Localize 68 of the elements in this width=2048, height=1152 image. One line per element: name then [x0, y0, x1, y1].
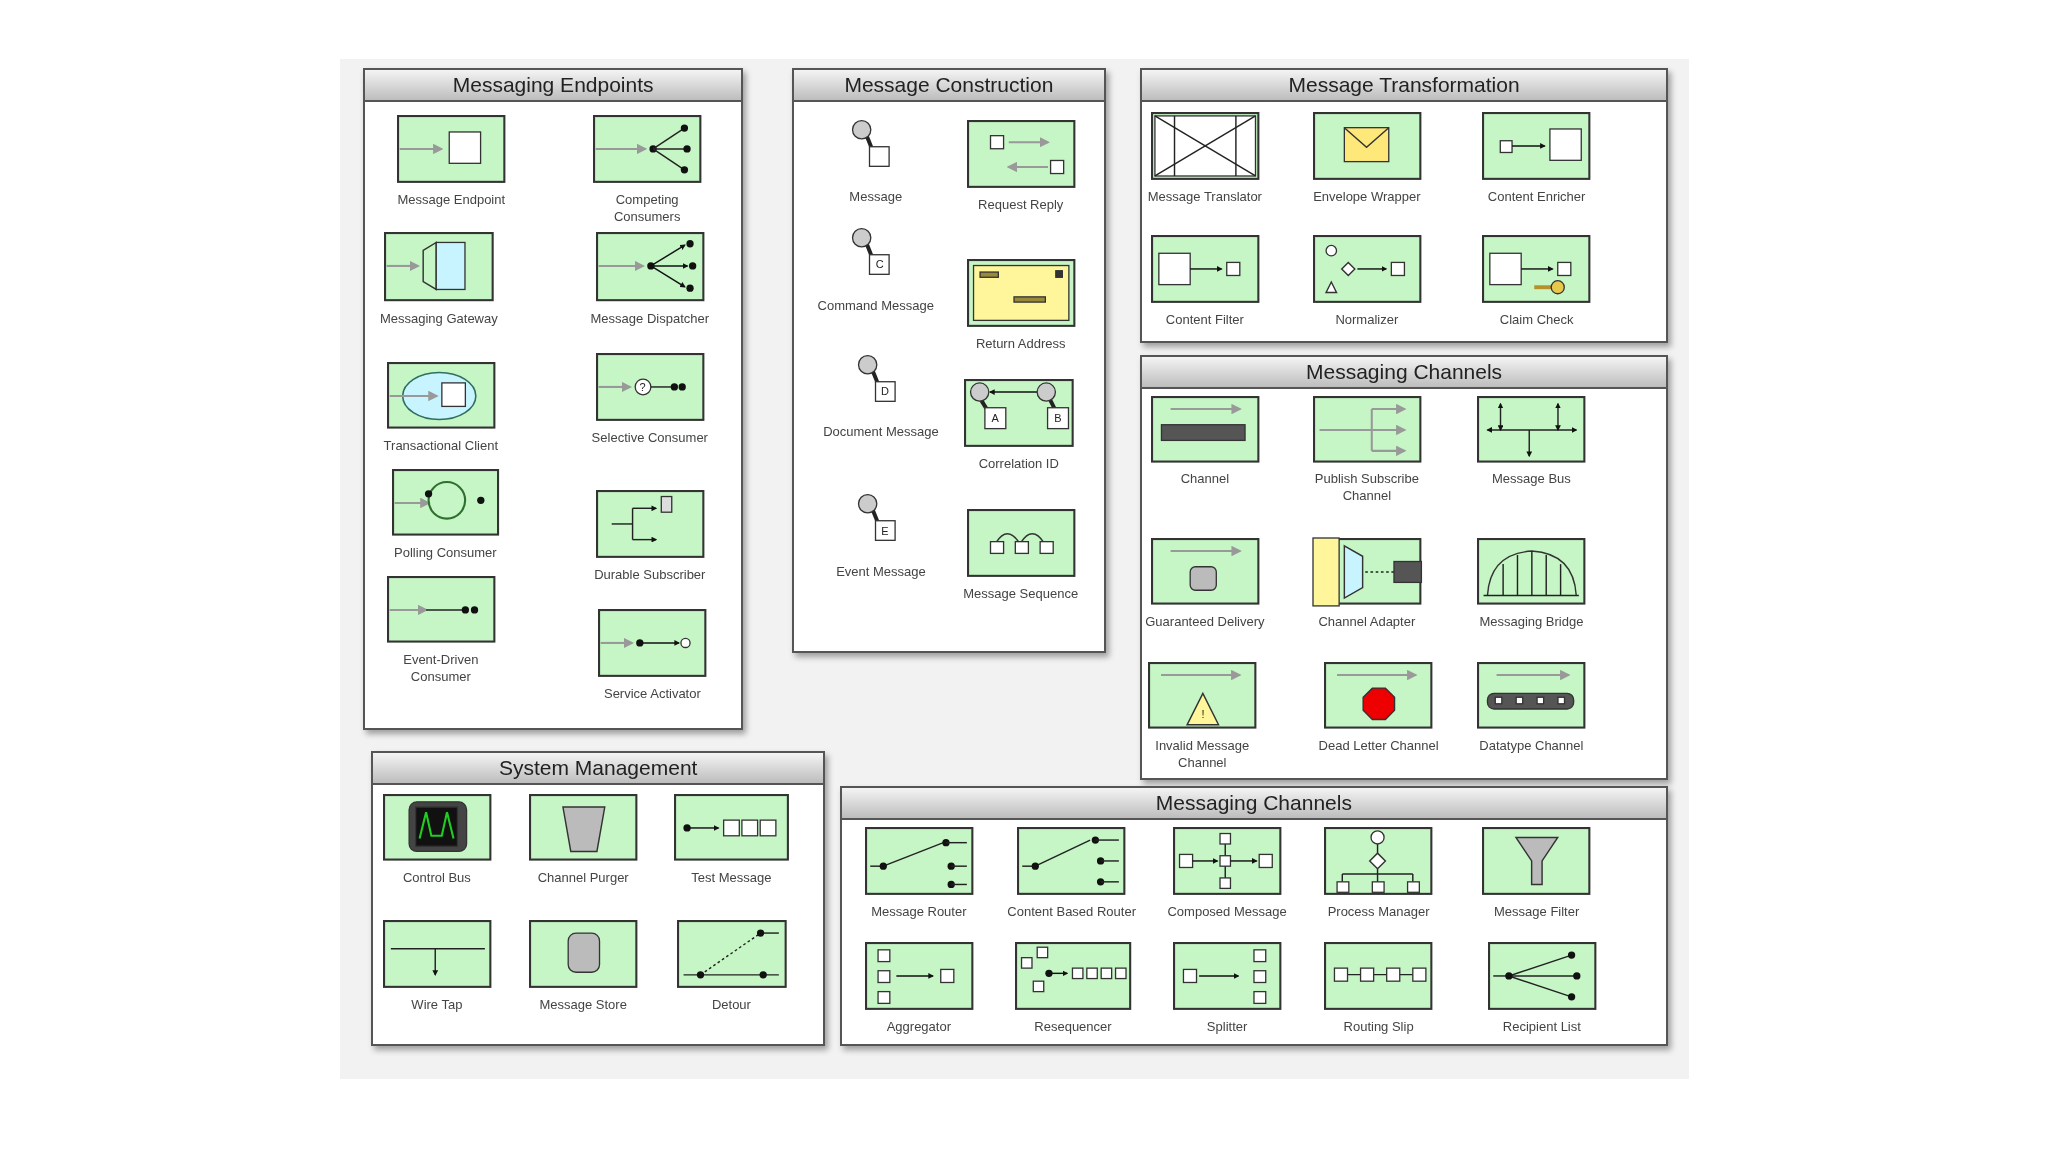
pattern-label: Command Message	[816, 297, 935, 315]
pattern-label: Selective Consumer	[590, 429, 709, 447]
pattern-label: Guaranteed Delivery	[1144, 613, 1266, 631]
icon-letter: B	[1054, 412, 1062, 424]
pattern-label: Content Filter	[1164, 312, 1245, 329]
pattern-label: Message Sequence	[962, 586, 1080, 604]
pattern-label: Service Activator	[602, 685, 702, 703]
pattern-label: Content Enricher	[1486, 189, 1587, 207]
panel	[1140, 67, 1668, 344]
pattern-label: Normalizer	[1334, 312, 1400, 329]
panel	[370, 751, 826, 1047]
panel-title: Messaging Channels	[841, 788, 1666, 821]
panel-title: Messaging Channels	[1142, 357, 1666, 390]
panel-title: Message Construction	[793, 69, 1105, 102]
icon-letter: E	[881, 525, 889, 537]
pattern-label: Routing Slip	[1342, 1018, 1415, 1036]
pattern-label: Message	[848, 189, 904, 207]
pattern-label: Messaging Gateway	[378, 310, 499, 328]
pattern-label: Resequencer	[1033, 1018, 1113, 1036]
pattern-label: Document Message	[822, 424, 940, 442]
pattern-label: Request Reply	[977, 197, 1065, 215]
pattern-label: Message Store	[538, 996, 628, 1014]
panel-title: Messaging Endpoints	[365, 69, 742, 102]
pattern-label: Envelope Wrapper	[1312, 189, 1422, 207]
pattern-label: Composed Message	[1166, 903, 1288, 921]
pattern-label: Message Router	[870, 903, 968, 921]
pattern-label: Polling Consumer	[393, 544, 498, 562]
icon-letter: !	[1201, 708, 1205, 720]
pattern-label: Recipient List	[1501, 1018, 1582, 1036]
pattern-label: Channel Adapter	[1317, 613, 1417, 631]
pattern-label: Aggregator	[885, 1018, 952, 1036]
pattern-label: Competing Consumers	[612, 191, 682, 226]
pattern-label: Transactional Client	[382, 437, 499, 455]
pattern-label: Message Bus	[1491, 471, 1572, 489]
panel	[363, 67, 744, 731]
pattern-label: Datatype Channel	[1478, 737, 1585, 755]
pattern-label: Invalid Message Channel	[1154, 737, 1251, 772]
pattern-label: Control Bus	[401, 869, 472, 887]
panel-title: Message Transformation	[1142, 69, 1666, 102]
panel-title: System Management	[372, 753, 824, 785]
pattern-label: Messaging Bridge	[1478, 613, 1585, 631]
pattern-label: Detour	[710, 996, 752, 1014]
pattern-label: Wire Tap	[410, 996, 464, 1014]
icon-letter: A	[991, 412, 999, 424]
icon-letter: C	[875, 258, 884, 270]
pattern-label: Return Address	[974, 335, 1067, 353]
pattern-label: Event Message	[835, 564, 927, 582]
icon-letter: D	[880, 385, 889, 397]
pattern-label: Content Based Router	[1006, 903, 1137, 921]
panel	[1140, 355, 1668, 780]
pattern-label: Claim Check	[1498, 312, 1575, 329]
pattern-label: Correlation ID	[977, 455, 1060, 473]
pattern-label: Publish Subscribe Channel	[1313, 471, 1420, 506]
panel	[839, 786, 1668, 1047]
pattern-label: Process Manager	[1326, 903, 1431, 921]
pattern-label: Event-Driven Consumer	[402, 651, 480, 686]
panel	[791, 67, 1107, 654]
pattern-label: Dead Letter Channel	[1317, 737, 1440, 755]
pattern-label: Message Translator	[1146, 189, 1263, 207]
pattern-label: Message Dispatcher	[589, 310, 711, 328]
pattern-label: Test Message	[690, 869, 773, 887]
pattern-label: Message Filter	[1493, 903, 1581, 921]
pattern-label: Durable Subscriber	[593, 566, 707, 584]
pattern-label: Splitter	[1205, 1018, 1249, 1036]
icon-letter: ?	[639, 381, 646, 393]
pattern-label: Channel Purger	[536, 869, 630, 887]
pattern-label: Channel	[1179, 471, 1231, 489]
pattern-label: Message Endpoint	[396, 191, 507, 209]
